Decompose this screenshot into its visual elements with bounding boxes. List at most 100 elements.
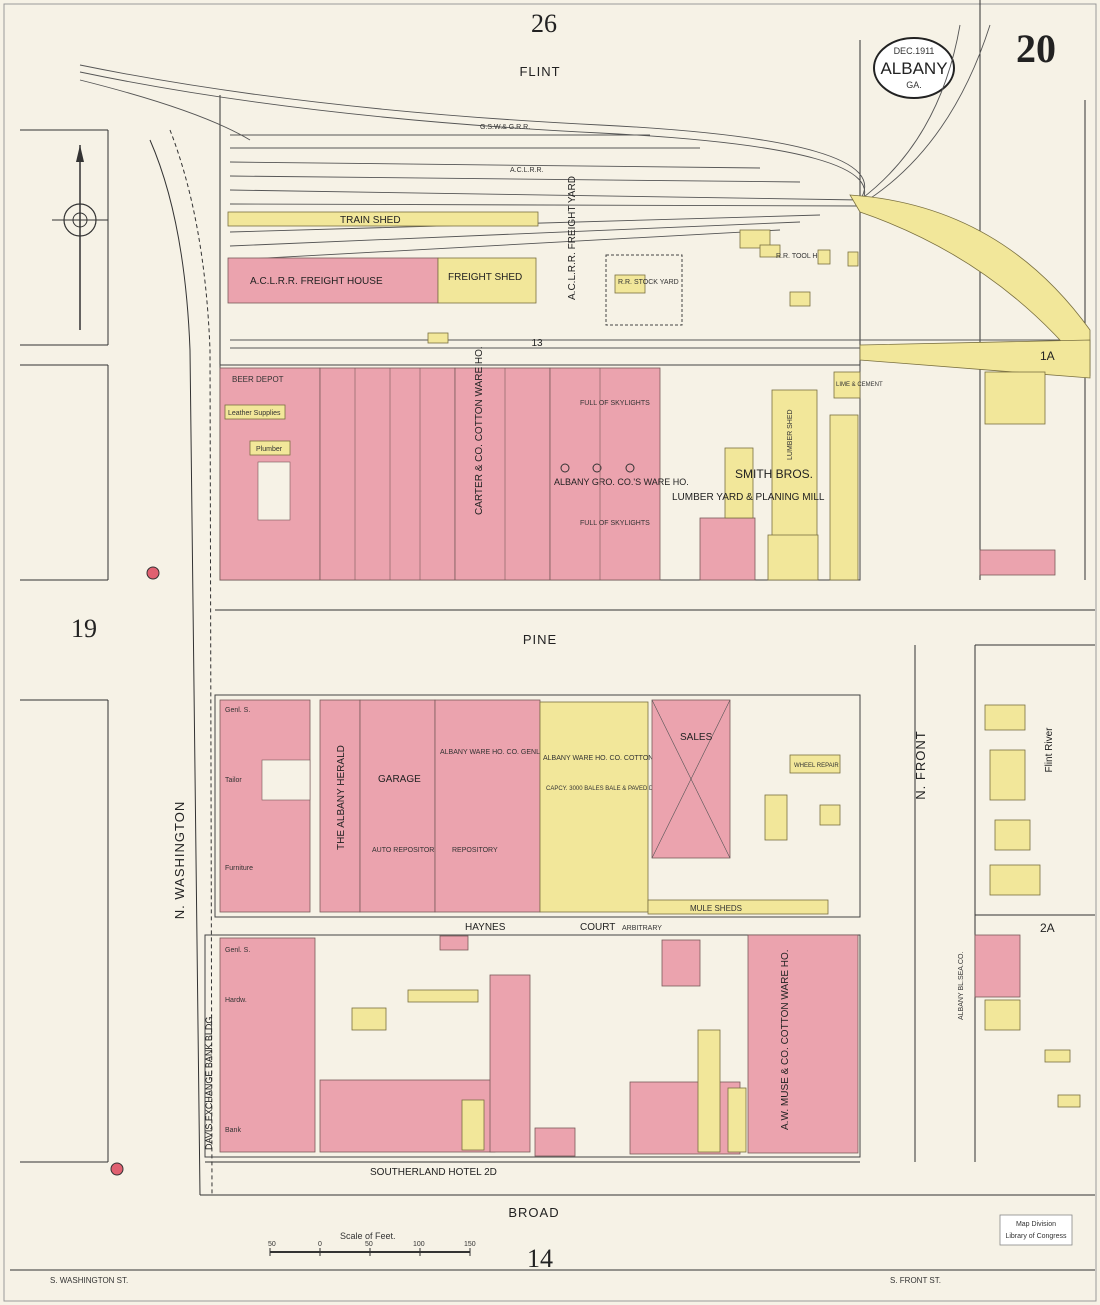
plumber-shop [249,440,291,456]
smith-bros-storage [724,447,754,519]
building-row-broad-east [629,1081,741,1155]
sheet-date: DEC.1911 [894,46,935,56]
label-plumber: Plumber [256,446,283,453]
street-arbitrary: ARBITRARY [622,925,662,932]
label-skylights-2: FULL OF SKYLIGHTS [580,520,650,527]
building-albany-herald [319,699,361,913]
stamp-line-2: Library of Congress [1005,1233,1067,1240]
river-shed [984,999,1021,1031]
scale-tick-0: 50 [268,1241,276,1248]
scale-bar: Scale of Feet. 50 0 50 100 150 [268,1231,476,1256]
label-davis-bank: DAVIS EXCHANGE BANK BLDG. [204,1014,214,1150]
building-garage [359,699,436,913]
label-muse: A.W. MUSE & CO. COTTON WARE HO. [780,949,791,1130]
label-albany-ware-cotton: ALBANY WARE HO. CO. COTTON WARE HO. [543,755,690,762]
adjoining-sheet-bottom: 14 [527,1244,553,1273]
fac-building [984,371,1046,425]
mule-sheds [647,899,829,915]
label-albany-ware-genl: ALBANY WARE HO. CO. GENL. WARE HO. [440,749,579,756]
shed-small-1 [817,249,831,265]
vent-3 [625,463,635,473]
label-wheel-repair: WHEEL REPAIR [794,763,839,769]
label-furniture: Furniture [225,865,253,872]
court-yard-west [257,461,291,521]
small-building-broad [534,1127,576,1157]
river-small-2 [1057,1094,1081,1108]
adjoining-sheet-top: 26 [531,9,557,38]
label-cotton-capacity: CAPCY. 3000 BALES BALE & PAVED DRIVEWAY [546,786,680,792]
wheel-repair [789,754,841,774]
label-gsw-rr: G.S.W.& G.R.R. [480,124,530,131]
label-tailor: Tailor [225,777,242,784]
feed-shop [439,935,469,951]
building-albany-gro [549,367,661,581]
label-track-13: 13 [531,338,543,349]
label-lime-cement: LIME & CEMENT [836,382,883,388]
vet-surgeon [979,549,1056,576]
smith-bros-mill [699,517,756,581]
scale-tick-1: 0 [318,1241,322,1248]
stamp-line-1: Map Division [1016,1221,1056,1228]
library-stamp: Map Division Library of Congress [999,1214,1073,1246]
platform-small [427,332,449,344]
hydrant-markers [110,566,160,1176]
label-aclrr: A.C.L.R.R. [510,167,544,174]
label-genl-s-2: Genl. S. [225,947,250,954]
label-albany-herald: THE ALBANY HERALD [336,745,347,850]
street-n-front: N. FRONT [913,730,928,799]
hotel-annex [461,1099,485,1151]
river-dwelling-3 [994,819,1031,851]
street-haynes: HAYNES [465,922,506,933]
dwelling-1 [764,794,788,841]
building-muse [747,934,859,1154]
building-row-pine-west [219,699,311,913]
frame-shed-east-2 [727,1087,747,1153]
title-cartouche: DEC.1911 ALBANY GA. [873,37,955,99]
label-freight-yard: A.C.L.R.R. FREIGHT YARD [567,176,578,300]
label-garage: GARAGE [378,774,421,785]
state-name: GA. [906,80,922,90]
shed-small-3 [789,291,811,307]
label-skylights-1: FULL OF SKYLIGHTS [580,400,650,407]
label-southerland-hotel: SOUTHERLAND HOTEL 2D [370,1167,497,1178]
vent-1 [560,463,570,473]
scale-tick-2: 50 [365,1241,373,1248]
label-albany-bl-co: ALBANY BL.SEA.CO. [958,952,965,1020]
street-n-washington: N. WASHINGTON [172,801,187,919]
marker-1a: 1A [1040,349,1055,363]
frame-shed-east [697,1029,721,1153]
horse-shed [407,989,479,1003]
freight-house [227,257,439,304]
street-s-front: S. FRONT ST. [890,1276,941,1285]
building-albany-ware-genl [434,699,541,913]
lumber-shed [771,389,818,541]
label-train-shed: TRAIN SHED [340,215,401,226]
marker-2a: 2A [1040,921,1055,935]
albany-bl-sea-co [974,934,1021,998]
stock-yard-pen [614,274,646,294]
street-broad: BROAD [508,1205,559,1220]
river-dwelling-4 [989,864,1041,896]
scale-tick-3: 100 [413,1241,425,1248]
river-small-1 [1044,1049,1071,1063]
label-smith-bros: SMITH BROS. [735,467,813,481]
lumber-shed-east [829,414,859,581]
building-semi-superior [319,367,456,581]
scale-label: Scale of Feet. [340,1231,396,1241]
label-flint-river: Flint River [1044,727,1055,773]
vent-2 [592,463,602,473]
adjoining-sheet-left: 19 [71,614,97,643]
label-freight-shed: FREIGHT SHED [448,272,522,283]
building-albany-ware-cotton [539,701,649,913]
street-flint: FLINT [519,64,560,79]
label-freight-house: A.C.L.R.R. FREIGHT HOUSE [250,276,383,287]
label-sales: SALES [680,732,713,743]
block-middle [214,694,861,918]
label-mule-sheds: MULE SHEDS [690,904,742,913]
stock-yard [605,254,683,326]
label-lumber-shed: LUMBER SHED [787,409,794,460]
label-stock-yard: R.R. STOCK YARD [618,279,679,286]
building-row-broad-west [219,937,316,1153]
label-genl-s-1: Genl. S. [225,707,250,714]
